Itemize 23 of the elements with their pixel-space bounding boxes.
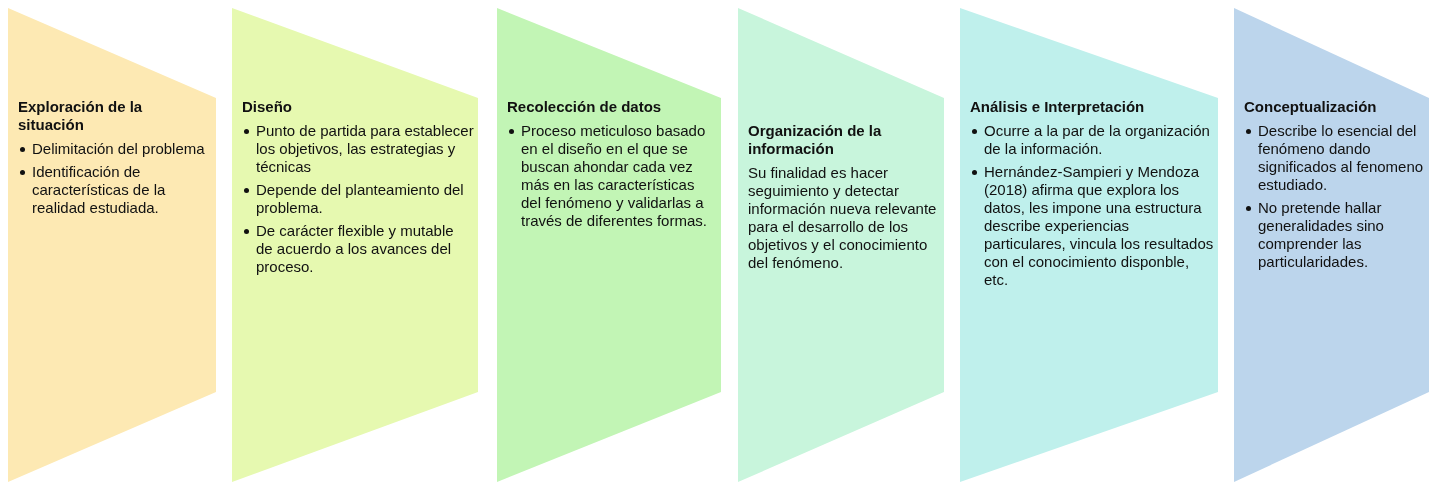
step-heading: Conceptualización <box>1244 98 1378 116</box>
step-description: Su finalidad es hacer seguimiento y detectar información nueva relevante para el desarrollo de los objetivos y el conocimiento del fenómeno. <box>748 164 938 272</box>
bullet-item: Identificación de características de la realidad estudiada. <box>18 163 212 217</box>
bullet-item: No pretende hallar generalidades sino comprender las particularidades. <box>1244 199 1425 271</box>
bullet-item: Hernández-Sampieri y Mendoza (2018) afirma que explora los datos, les impone una estructura describe experiencias particulares, vincula los resultados con el conocimiento disponble, etc. <box>970 163 1214 289</box>
bullet-item: Proceso meticuloso basado en el diseño en el que se buscan ahondar cada vez más en las características del fenómeno y validarlas a través de diferentes formas. <box>507 122 717 230</box>
bullet-item: Ocurre a la par de la organización de la información. <box>970 122 1214 158</box>
chevron-step <box>1234 8 1429 482</box>
bullet-item: Delimitación del problema <box>18 140 212 158</box>
chevron-step <box>738 8 944 482</box>
bullet-item: Describe lo esencial del fenómeno dando significados al fenomeno estudiado. <box>1244 122 1425 194</box>
chevron-step <box>960 8 1218 482</box>
bullet-item: Depende del planteamiento del problema. <box>242 181 474 217</box>
bullet-item: De carácter flexible y mutable de acuerdo a los avances del proceso. <box>242 222 474 276</box>
chevron-step <box>8 8 216 482</box>
chevron-step <box>497 8 721 482</box>
step-heading: Diseño <box>242 98 293 116</box>
step-heading: Recolección de datos <box>507 98 663 116</box>
step-heading: Organización de la información <box>748 122 883 158</box>
chevron-step <box>232 8 478 482</box>
step-heading: Exploración de la situación <box>18 98 144 134</box>
step-heading: Análisis e Interpretación <box>970 98 1146 116</box>
bullet-item: Punto de partida para establecer los objetivos, las estrategias y técnicas <box>242 122 474 176</box>
